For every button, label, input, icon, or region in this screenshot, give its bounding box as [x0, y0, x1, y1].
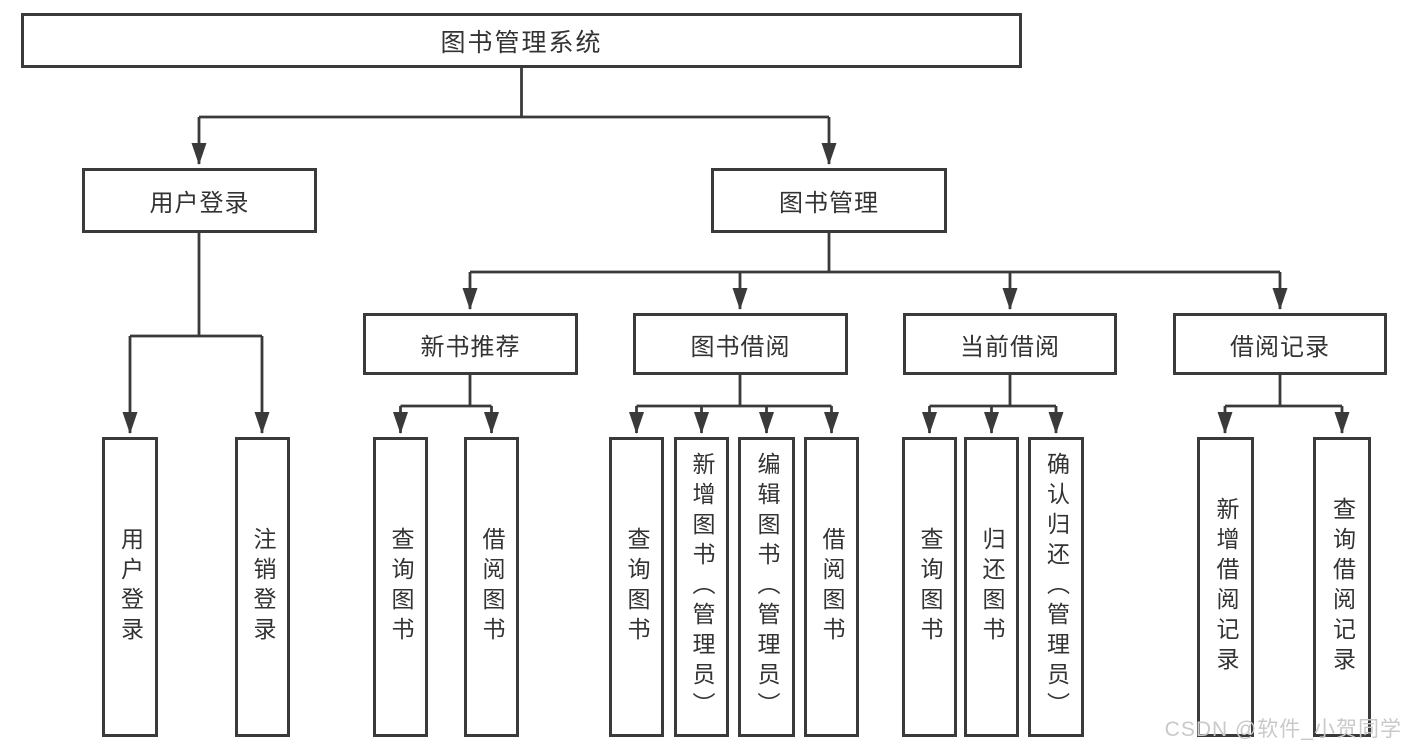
- leaf-confirm-return-admin: 确认归还（管理员）: [1028, 437, 1084, 737]
- node-borrowing-records: 借阅记录: [1173, 313, 1387, 375]
- leaf-edit-book-admin: 编辑图书（管理员）: [738, 437, 795, 737]
- node-new-book-recommend: 新书推荐: [363, 313, 578, 375]
- leaf-query-books-3: 查询图书: [902, 437, 957, 737]
- leaf-query-books-2: 查询图书: [609, 437, 664, 737]
- csdn-watermark: CSDN @软件_小贺同学: [1164, 718, 1402, 741]
- node-book-borrowing: 图书借阅: [633, 313, 848, 375]
- node-current-borrowing: 当前借阅: [903, 313, 1117, 375]
- leaf-borrow-books-2: 借阅图书: [804, 437, 859, 737]
- node-root-library-system: 图书管理系统: [21, 13, 1022, 68]
- leaf-user-login: 用户登录: [102, 437, 158, 737]
- node-user-login: 用户登录: [82, 168, 317, 233]
- node-book-management: 图书管理: [711, 168, 947, 233]
- leaf-return-book: 归还图书: [964, 437, 1019, 737]
- leaf-add-borrow-record: 新增借阅记录: [1197, 437, 1254, 737]
- leaf-query-books-1: 查询图书: [373, 437, 428, 737]
- leaf-logout: 注销登录: [235, 437, 290, 737]
- leaf-query-borrow-record: 查询借阅记录: [1313, 437, 1371, 737]
- leaf-add-book-admin: 新增图书（管理员）: [674, 437, 729, 737]
- leaf-borrow-books-1: 借阅图书: [464, 437, 519, 737]
